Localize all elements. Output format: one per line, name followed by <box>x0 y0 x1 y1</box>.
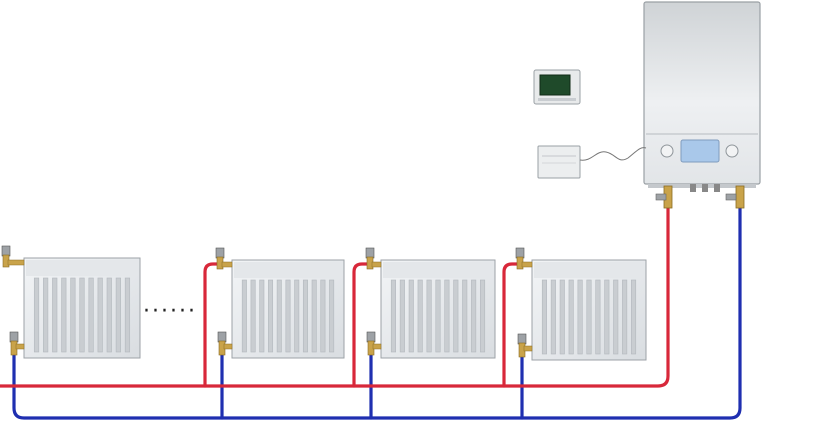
radiator-supply-valve-icon <box>515 247 533 270</box>
radiator-fin <box>577 279 583 355</box>
radiator-fin <box>480 279 486 353</box>
wireless-receiver <box>537 145 581 179</box>
radiator-fin <box>285 279 291 353</box>
radiator-fin <box>268 279 274 353</box>
radiator-fin <box>559 279 565 355</box>
radiator-fin <box>329 279 335 353</box>
radiator-fin <box>462 279 468 353</box>
radiator-ellipsis: ······ <box>143 299 197 324</box>
boiler-left-knob-icon <box>660 144 674 158</box>
radiator-fin <box>550 279 556 355</box>
radiator-fin <box>622 279 628 355</box>
radiator-supply-valve-icon <box>1 245 25 268</box>
radiator-fin <box>79 277 85 353</box>
radiator-fin <box>435 279 441 353</box>
return-pipe <box>12 203 742 420</box>
radiator-fin <box>399 279 405 353</box>
radiator-fin <box>250 279 256 353</box>
radiator-fin <box>453 279 459 353</box>
radiator-fin <box>106 277 112 353</box>
boiler-return-valve-icon <box>725 185 745 209</box>
thermostat-screen <box>539 74 571 96</box>
radiator <box>365 247 496 359</box>
radiator-fin <box>70 277 76 353</box>
radiator-fin <box>259 279 265 353</box>
radiator-fin <box>52 277 58 353</box>
radiator-fin <box>241 279 247 353</box>
radiator <box>1 245 141 359</box>
radiator-fin <box>568 279 574 355</box>
radiator-fin <box>294 279 300 353</box>
radiator-fin <box>61 277 67 353</box>
radiator-fin <box>408 279 414 353</box>
boiler-supply-valve-icon <box>655 185 673 209</box>
radiator-fin <box>124 277 131 353</box>
radiator-fin <box>444 279 450 353</box>
receiver-cable <box>579 147 647 161</box>
radiator-fin <box>417 279 423 353</box>
radiator-fin <box>320 279 326 353</box>
boiler-display <box>680 139 720 163</box>
radiator-fin <box>302 279 308 353</box>
radiator <box>215 247 345 359</box>
radiator-fin <box>276 279 282 353</box>
supply-pipe <box>0 203 670 388</box>
radiator-fin <box>88 277 94 353</box>
radiator-supply-valve-icon <box>365 247 382 270</box>
radiator-fin <box>604 279 610 355</box>
radiator-fin <box>43 277 49 353</box>
radiator-return-valve-icon <box>517 333 533 358</box>
radiator-fin <box>586 279 592 355</box>
radiator-fin <box>541 279 547 355</box>
radiator-fin <box>595 279 601 355</box>
wall-mounted-boiler <box>643 1 761 209</box>
room-thermostat <box>533 69 581 105</box>
radiator-return-valve-icon <box>217 331 233 356</box>
radiator-fin <box>471 279 477 353</box>
radiator-return-valve-icon <box>366 331 382 356</box>
radiator-fin <box>613 279 619 355</box>
radiator-fin <box>426 279 432 353</box>
radiator-fin <box>97 277 103 353</box>
radiator-fin <box>115 277 121 353</box>
radiator-fin <box>631 279 637 355</box>
radiator-fin <box>33 277 40 353</box>
radiator-return-valve-icon <box>9 331 25 356</box>
radiator <box>515 247 647 361</box>
radiators-group <box>1 245 647 361</box>
boiler-right-knob-icon <box>725 144 739 158</box>
radiator-fin <box>390 279 396 353</box>
radiator-supply-valve-icon <box>215 247 233 270</box>
radiator-fin <box>311 279 317 353</box>
